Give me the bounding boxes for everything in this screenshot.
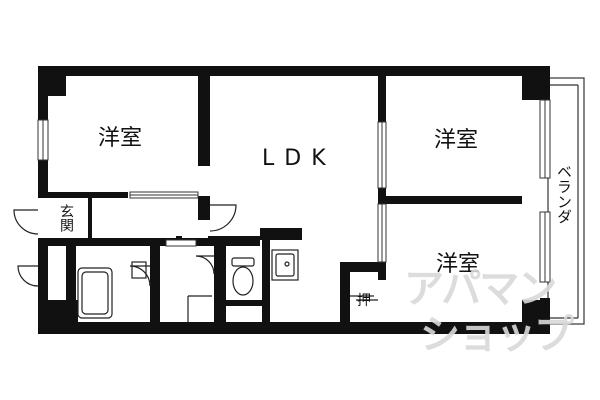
bathtub: [77, 267, 113, 319]
washbasin: [131, 261, 147, 279]
watermark-line1: アパマン: [404, 266, 557, 312]
room-label-ldk: LDK: [262, 146, 336, 171]
interior-walls: [38, 66, 522, 334]
room-label-western-left: 洋室: [98, 126, 143, 151]
room-label-closet: 押: [357, 293, 371, 309]
doors: [13, 204, 378, 322]
toilet: [231, 257, 255, 296]
outer-walls: [38, 66, 550, 334]
room-label-entrance: 玄関: [58, 204, 74, 232]
kitchen-sink: [271, 249, 299, 281]
balcony-label: ベランダ: [555, 164, 573, 224]
watermark-line2: ショップ: [420, 312, 574, 358]
balcony-outline: [547, 77, 585, 325]
windows: [37, 99, 551, 283]
room-label-western-right-bottom: 洋室: [436, 252, 481, 277]
room-label-western-right-top: 洋室: [434, 128, 479, 153]
